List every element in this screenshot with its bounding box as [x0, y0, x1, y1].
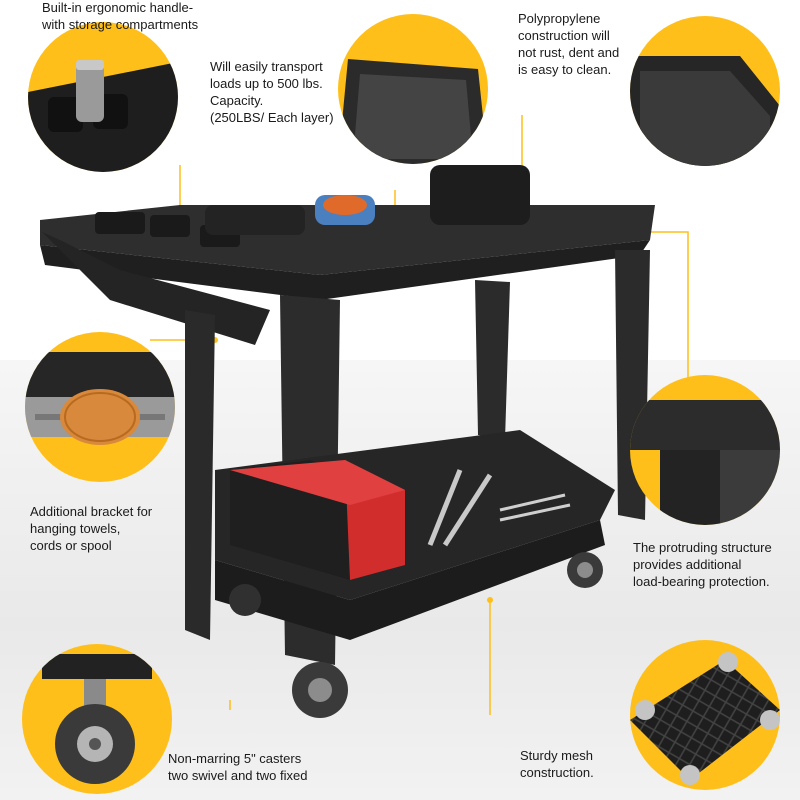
utility-cart [40, 165, 655, 718]
material-label: Polypropylene construction will not rust… [518, 11, 620, 77]
bracket-label: Additional bracket for hanging towels, c… [30, 504, 153, 553]
capacity-label: Will easily transport loads up to 500 lb… [210, 59, 334, 125]
callout-mesh-underside [630, 640, 780, 790]
callout-handle-compartments [28, 22, 178, 172]
callout-protruding-structure [630, 375, 780, 525]
callout-tray-corner [630, 16, 780, 166]
mesh-label: Sturdy mesh construction. [520, 748, 594, 780]
leader-lines [150, 115, 689, 715]
handle-label: Built-in ergonomic handle- with storage … [42, 0, 199, 32]
callout-tray [338, 14, 488, 164]
callout-caster [22, 644, 172, 794]
casters-label: Non-marring 5" casters two swivel and tw… [168, 751, 308, 783]
callout-spool-bracket [25, 332, 175, 482]
structure-label: The protruding structure provides additi… [633, 540, 772, 589]
